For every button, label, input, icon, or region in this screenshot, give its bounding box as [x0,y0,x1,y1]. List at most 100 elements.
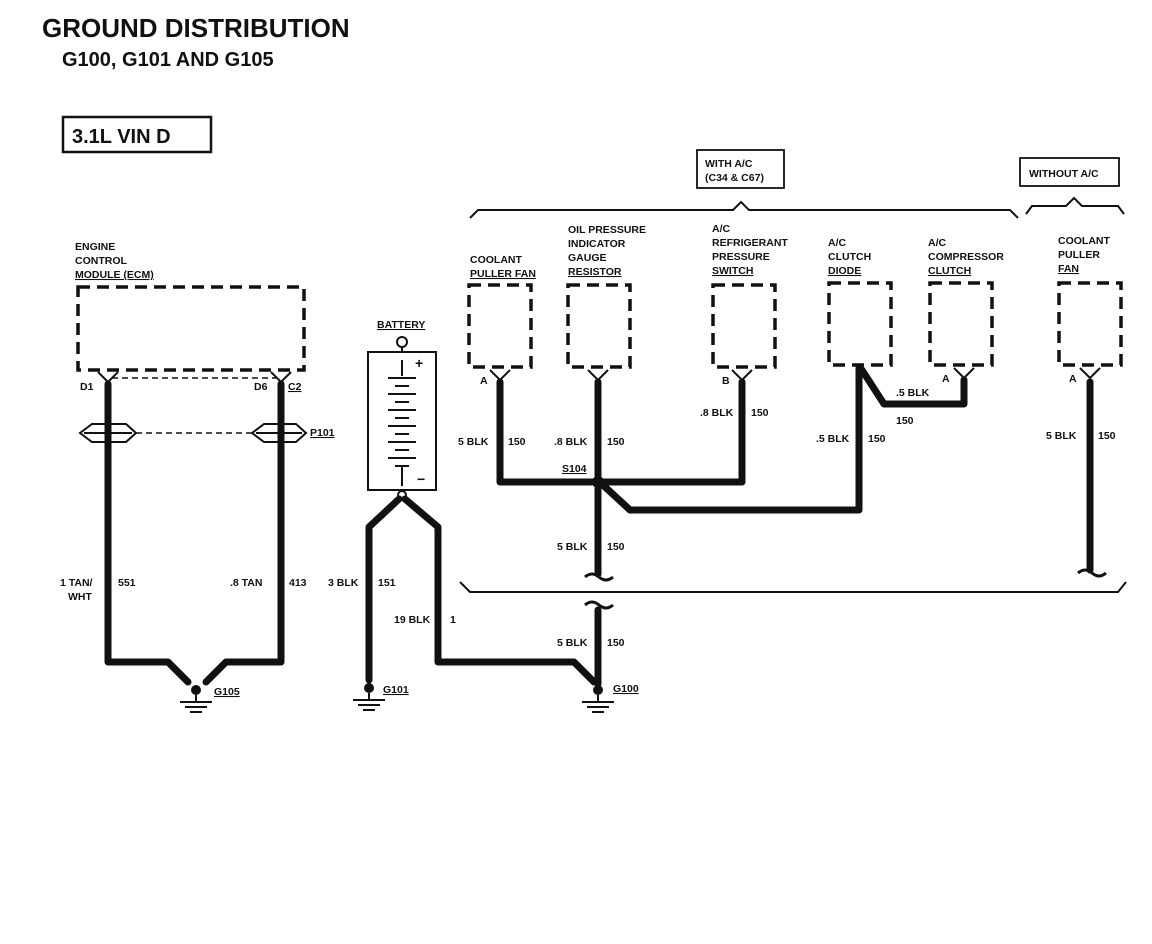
oil-pressure-label-3: GAUGE [568,252,607,264]
g105-label: G105 [214,686,240,698]
ecm-label-2: CONTROL [75,255,127,267]
refrigerant-label-4: SWITCH [712,265,753,277]
g105-node [191,685,201,695]
wire-150-fan2-gauge: 5 BLK [1046,430,1077,442]
wire-150-switch-gauge: .8 BLK [700,407,734,419]
wire-551 [104,380,192,686]
with-ac-brace [469,200,1019,219]
s104-splice [592,476,604,488]
wire-150-clutch-diode [600,364,863,514]
coolant-fan-label-2: PULLER FAN [470,268,536,280]
clutch-diode-label-3: DIODE [828,265,861,277]
wire-150-oil-circuit: 150 [607,436,625,448]
engine-label: 3.1L VIN D [72,126,171,148]
wire-150-coolant-fan [496,378,602,486]
refrigerant-label-1: A/C [712,223,731,235]
battery-minus-sign: − [417,471,425,487]
g100-label: G100 [613,683,639,695]
compressor-label-3: CLUTCH [928,265,971,277]
wire-150-comp-gauge: .5 BLK [896,387,930,399]
wire-1 [401,495,598,686]
wire-150-fan-circuit: 150 [508,436,526,448]
without-ac-label: WITHOUT A/C [1029,168,1099,180]
refrigerant-switch-module [711,283,777,369]
clutch-diode-label-1: A/C [828,237,847,249]
ecm-label-3: MODULE (ECM) [75,269,154,281]
break-mark-fan2 [1077,568,1107,578]
battery-cells [388,377,416,467]
wire-150-diode-circuit: 150 [868,433,886,445]
battery-label: BATTERY [377,319,425,331]
engine-box [61,115,213,154]
wire-150-main-gauge: 5 BLK [557,541,588,553]
wire-551-circuit: 551 [118,577,136,589]
wire-151 [365,495,403,684]
coolant-fan2-label-3: FAN [1058,263,1079,275]
coolant-fan-module [467,283,533,369]
wire-551-gauge: 1 TAN/ [60,577,93,589]
refrigerant-label-3: PRESSURE [712,251,770,263]
option-boundary-line [459,581,1127,593]
coolant-fan2-terminal: A [1069,373,1077,385]
diagram-title: GROUND DISTRIBUTION [42,13,350,43]
coolant-fan2-module [1057,281,1123,367]
wire-151-gauge: 3 BLK [328,577,359,589]
wire-150-comp-circuit: 150 [896,415,914,427]
without-ac-brace [1025,196,1125,215]
coolant-fan-terminal: A [480,375,488,387]
s104-label: S104 [562,463,587,475]
wire-150-switch-circuit: 150 [751,407,769,419]
wire-150-oil-gauge: .8 BLK [554,436,588,448]
g100-node [593,685,603,695]
break-mark-lower [584,600,614,610]
wire-413-circuit: 413 [289,577,307,589]
coolant-fan2-label-1: COOLANT [1058,235,1110,247]
ecm-terminal-d6: D6 [254,381,268,393]
compressor-label-1: A/C [928,237,947,249]
ecm-module [76,285,306,372]
battery-positive-post [396,336,408,348]
oil-pressure-module [566,283,632,369]
wire-1-gauge: 19 BLK [394,614,431,626]
clutch-diode-module [827,281,893,367]
ecm-terminal-d1: D1 [80,381,94,393]
oil-pressure-label-1: OIL PRESSURE [568,224,646,236]
wire-150-fan-gauge: 5 BLK [458,436,489,448]
compressor-clutch-terminal: A [942,373,950,385]
wire-551-color: WHT [68,591,92,603]
without-ac-box [1019,157,1120,187]
compressor-clutch-module [928,281,994,367]
wire-150-diode-gauge: .5 BLK [816,433,850,445]
clutch-diode-label-2: CLUTCH [828,251,871,263]
ecm-label-1: ENGINE [75,241,115,253]
diagram-subtitle: G100, G101 AND G105 [62,49,274,71]
wire-413 [202,380,285,686]
refrigerant-switch-terminal: B [722,375,730,387]
battery-plus-sign: + [415,355,423,371]
coolant-fan2-label-2: PULLER [1058,249,1100,261]
g101-label: G101 [383,684,409,696]
wire-150-fan2-circuit: 150 [1098,430,1116,442]
wire-150-g100-circuit: 150 [607,637,625,649]
refrigerant-label-2: REFRIGERANT [712,237,788,249]
wire-150-compressor [858,366,968,408]
with-ac-box [696,149,785,189]
wire-1-circuit: 1 [450,614,456,626]
wire-150-main-circuit: 150 [607,541,625,553]
coolant-fan-label-1: COOLANT [470,254,522,266]
p101-label: P101 [310,427,335,439]
compressor-label-2: COMPRESSOR [928,251,1004,263]
oil-pressure-label-2: INDICATOR [568,238,626,250]
g101-node [364,683,374,693]
wire-150-g100-gauge: 5 BLK [557,637,588,649]
ecm-terminal-c2: C2 [288,381,302,393]
with-ac-codes: (C34 & C67) [705,172,764,184]
coolant-fan2-pin [1079,367,1101,380]
oil-pressure-label-4: RESISTOR [568,266,622,278]
wire-151-circuit: 151 [378,577,396,589]
with-ac-label: WITH A/C [705,158,753,170]
wire-150-refrigerant-switch [594,378,746,486]
wire-413-gauge: .8 TAN [230,577,262,589]
break-mark-upper [584,572,614,582]
